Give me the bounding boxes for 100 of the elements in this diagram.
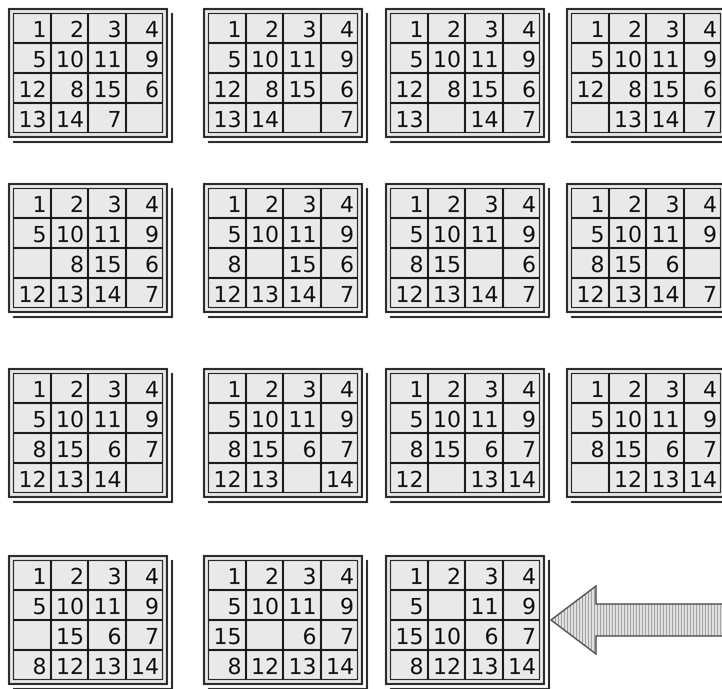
number-tile: 9 — [320, 218, 358, 248]
number-tile: 10 — [246, 590, 283, 620]
block-arrow — [550, 584, 722, 656]
number-tile: 2 — [50, 188, 88, 218]
number-tile: 14 — [320, 463, 358, 493]
number-tile: 10 — [50, 403, 88, 433]
number-tile: 13 — [283, 650, 320, 680]
number-tile: 1 — [208, 188, 246, 218]
number-tile: 11 — [646, 218, 684, 248]
number-tile: 8 — [390, 248, 428, 278]
number-tile: 15 — [608, 433, 646, 463]
number-tile: 11 — [88, 43, 126, 73]
number-tile: 10 — [50, 590, 88, 620]
number-tile: 3 — [465, 560, 502, 590]
number-tile: 1 — [571, 13, 608, 43]
number-tile: 7 — [320, 103, 358, 133]
number-tile: 13 — [246, 463, 283, 493]
number-tile: 4 — [320, 373, 358, 403]
number-tile: 13 — [608, 278, 646, 308]
number-tile: 9 — [320, 403, 358, 433]
number-tile: 8 — [571, 248, 608, 278]
number-tile: 12 — [246, 650, 283, 680]
number-tile: 5 — [208, 403, 246, 433]
number-tile: 12 — [13, 278, 50, 308]
number-tile: 15 — [50, 620, 88, 650]
number-tile: 3 — [88, 560, 126, 590]
number-tile: 12 — [208, 278, 246, 308]
number-tile: 9 — [320, 590, 358, 620]
number-tile: 14 — [502, 650, 540, 680]
number-tile: 8 — [208, 248, 246, 278]
number-tile: 3 — [465, 13, 502, 43]
number-tile: 7 — [126, 278, 163, 308]
number-tile: 9 — [502, 403, 540, 433]
number-tile: 7 — [126, 433, 163, 463]
number-tile: 9 — [502, 43, 540, 73]
number-tile: 3 — [88, 13, 126, 43]
number-tile: 2 — [246, 373, 283, 403]
number-tile: 15 — [88, 73, 126, 103]
number-tile: 14 — [465, 278, 502, 308]
number-tile: 10 — [246, 218, 283, 248]
number-tile: 15 — [465, 73, 502, 103]
number-tile: 11 — [88, 590, 126, 620]
number-tile: 5 — [13, 43, 50, 73]
number-tile: 5 — [390, 43, 428, 73]
number-tile: 2 — [246, 13, 283, 43]
number-tile: 7 — [684, 278, 721, 308]
number-tile: 12 — [390, 73, 428, 103]
number-tile: 4 — [502, 560, 540, 590]
number-tile: 4 — [502, 373, 540, 403]
number-tile: 5 — [208, 590, 246, 620]
number-tile: 10 — [50, 43, 88, 73]
number-tile: 13 — [246, 278, 283, 308]
number-tile: 8 — [428, 73, 465, 103]
number-tile: 11 — [283, 43, 320, 73]
number-tile: 6 — [646, 248, 684, 278]
number-tile: 2 — [50, 560, 88, 590]
number-tile: 15 — [283, 248, 320, 278]
number-tile: 6 — [283, 620, 320, 650]
number-tile: 3 — [283, 560, 320, 590]
number-tile: 1 — [13, 373, 50, 403]
number-tile: 10 — [608, 403, 646, 433]
number-tile: 1 — [390, 13, 428, 43]
number-tile: 10 — [50, 218, 88, 248]
number-tile: 13 — [50, 278, 88, 308]
number-tile: 8 — [608, 73, 646, 103]
number-tile: 9 — [126, 403, 163, 433]
number-tile: 3 — [88, 373, 126, 403]
number-tile: 12 — [208, 73, 246, 103]
number-tile: 12 — [428, 650, 465, 680]
number-tile: 9 — [684, 403, 721, 433]
number-tile: 5 — [208, 43, 246, 73]
number-tile: 7 — [502, 278, 540, 308]
number-tile: 12 — [390, 463, 428, 493]
number-tile: 5 — [208, 218, 246, 248]
number-tile: 4 — [502, 188, 540, 218]
number-tile: 2 — [428, 188, 465, 218]
number-tile: 4 — [684, 13, 721, 43]
number-tile: 6 — [88, 433, 126, 463]
number-tile: 3 — [283, 188, 320, 218]
number-tile: 2 — [608, 188, 646, 218]
number-tile: 6 — [88, 620, 126, 650]
number-tile: 13 — [88, 650, 126, 680]
number-tile: 12 — [13, 73, 50, 103]
number-tile: 3 — [283, 13, 320, 43]
number-tile: 2 — [428, 560, 465, 590]
number-tile: 2 — [50, 13, 88, 43]
number-tile: 5 — [390, 218, 428, 248]
number-tile: 6 — [320, 248, 358, 278]
number-tile: 15 — [50, 433, 88, 463]
number-tile: 7 — [126, 620, 163, 650]
number-tile: 8 — [13, 650, 50, 680]
number-tile: 6 — [320, 73, 358, 103]
number-tile: 6 — [502, 73, 540, 103]
number-tile: 11 — [646, 43, 684, 73]
number-tile: 2 — [246, 188, 283, 218]
number-tile: 2 — [608, 13, 646, 43]
number-tile: 1 — [208, 560, 246, 590]
number-tile: 5 — [390, 590, 428, 620]
number-tile: 10 — [608, 218, 646, 248]
number-tile: 12 — [50, 650, 88, 680]
